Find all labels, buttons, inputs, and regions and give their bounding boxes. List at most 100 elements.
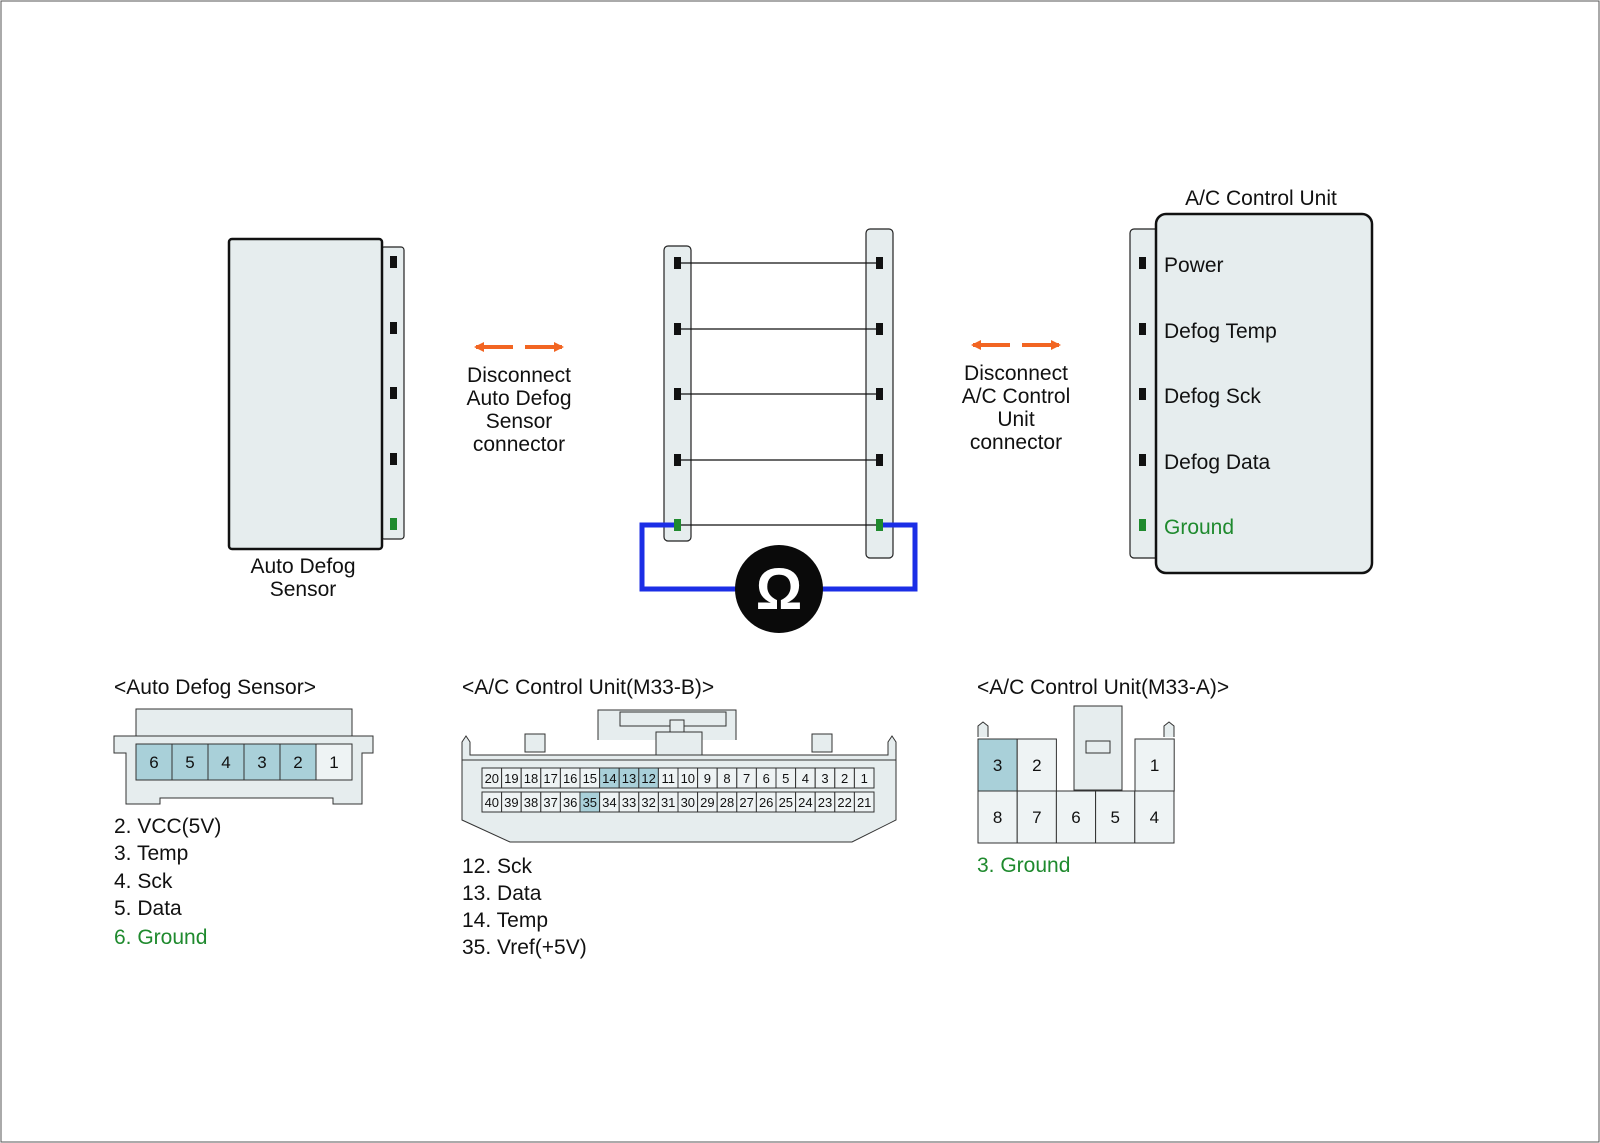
m33b-pin-12-label: 12 [641,771,655,786]
disconnect-left-line3: Sensor [486,410,553,433]
ac-unit-pin [1139,257,1146,269]
ac-unit-pin [1139,388,1146,400]
sensor-pin-6-cell [135,743,173,781]
m33b-pin-29-label: 29 [700,795,714,810]
harness-pin [876,257,883,269]
sensor-pin-4-label: 4 [221,753,230,772]
sensor-pin-6-label: 6 [149,753,158,772]
m33b-pin-40-label: 40 [485,795,499,810]
m33b-pin-11-label: 11 [661,771,675,786]
m33a-pin-7-cell [1016,790,1057,844]
sensor-pin-5-cell [171,743,209,781]
m33b-pin-39-label: 39 [504,795,518,810]
sensor-body [227,237,384,551]
m33b-pin-7-label: 7 [743,771,750,786]
m33b-pin-1-cell [853,767,875,789]
connector-sensor-title: <Auto Defog Sensor> [114,676,316,699]
connector-m33b-clip [811,733,833,753]
m33a-pin-1-label: 1 [1150,756,1159,775]
m33a-legend-item-ground: 3. Ground [977,854,1070,877]
harness-ground-pin [876,519,883,531]
m33a-pin-7-label: 7 [1032,808,1041,827]
m33b-pin-21-label: 21 [857,795,871,810]
disconnect-right-line2: A/C Control [962,385,1071,408]
sensor-ground-pin [390,518,397,530]
harness-test: Ω [639,228,918,633]
sensor-legend-item-ground: 6. Ground [114,926,207,949]
ac-pin-label-defog-sck: Defog Sck [1164,385,1261,408]
ac-pin-label-ground: Ground [1164,516,1234,539]
ac-pin-label-defog-data: Defog Data [1164,451,1271,474]
m33b-legend-item: 35. Vref(+5V) [462,936,587,959]
sensor-title-line1: Auto Defog [250,555,355,578]
m33a-pin-2-cell [1016,738,1057,792]
harness-pin [876,323,883,335]
m33b-pin-3-label: 3 [821,771,828,786]
sensor-pin [390,387,397,399]
m33b-pin-34-label: 34 [602,795,616,810]
sensor-pin-3-label: 3 [257,753,266,772]
sensor-title-line2: Sensor [270,578,337,601]
ac-unit-pin [1139,454,1146,466]
m33b-pin-38-label: 38 [524,795,538,810]
disconnect-left-line4: connector [473,433,565,456]
m33b-legend-item: 14. Temp [462,909,548,932]
harness-pin [674,454,681,466]
m33a-pin-4-label: 4 [1150,808,1159,827]
ac-unit-title: A/C Control Unit [1185,187,1337,210]
m33b-pin-23-label: 23 [818,795,832,810]
connector-m33a-lock-tab [1085,740,1111,754]
connector-m33b-title: <A/C Control Unit(M33-B)> [462,676,714,699]
ac-unit-block: A/C Control Unit Power Defog Temp Defog … [1129,187,1374,575]
ohm-symbol: Ω [756,557,803,622]
m33a-pin-5-cell [1095,790,1136,844]
sensor-legend-item: 4. Sck [114,870,173,893]
m33b-pin-25-label: 25 [779,795,793,810]
harness-pin [674,257,681,269]
m33b-pin-31-label: 31 [661,795,675,810]
m33a-pin-6-cell [1055,790,1097,844]
harness-pin [674,388,681,400]
disconnect-right: Disconnect A/C Control Unit connector [962,340,1071,454]
disconnect-right-line1: Disconnect [964,362,1068,385]
m33b-pin-18-label: 18 [524,771,538,786]
m33a-pin-8-cell [977,790,1018,844]
sensor-pin-2-label: 2 [293,753,302,772]
sensor-pin-3-cell [243,743,281,781]
ac-pin-label-power: Power [1164,254,1224,277]
m33b-pin-26-label: 26 [759,795,773,810]
m33b-pin-27-label: 27 [739,795,753,810]
m33b-pin-8-label: 8 [723,771,730,786]
m33b-pin-15-label: 15 [583,771,597,786]
m33b-pin-2-label: 2 [841,771,848,786]
m33b-legend-item: 12. Sck [462,855,533,878]
m33b-pin-21-cell [853,791,875,813]
harness-pin [876,454,883,466]
sensor-pin [390,256,397,268]
disconnect-left-line2: Auto Defog [466,387,571,410]
disconnect-right-line3: Unit [997,408,1035,431]
sensor-block: Auto Defog Sensor [227,237,405,601]
m33b-pin-35-label: 35 [583,795,597,810]
m33a-pin-1-cell [1134,738,1175,792]
harness-pin [674,323,681,335]
m33b-pin-5-label: 5 [782,771,789,786]
sensor-pin-4-cell [207,743,245,781]
sensor-legend-item: 2. VCC(5V) [114,815,221,838]
connector-m33b-clip [524,733,546,753]
sensor-pin-5-label: 5 [185,753,194,772]
connector-m33a-post [977,721,989,737]
m33b-pin-16-label: 16 [563,771,577,786]
ac-unit-pin [1139,323,1146,335]
m33b-pin-32-label: 32 [641,795,655,810]
connector-m33a-post [1163,721,1175,737]
m33b-pin-1-label: 1 [861,771,868,786]
meter-lead-right [818,522,918,592]
connector-m33b-latch-tab [669,719,685,733]
